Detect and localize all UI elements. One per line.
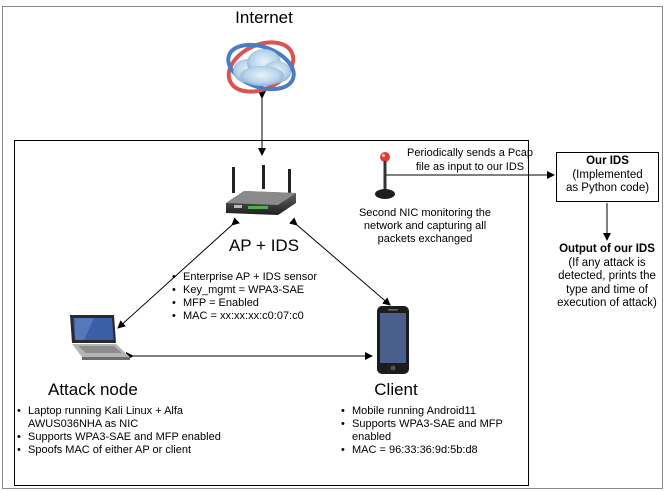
client-detail: Supports WPA3-SAE and MFP enabled [340, 418, 510, 444]
network-boundary [14, 140, 529, 486]
sensor-antenna-icon [375, 152, 395, 199]
output-title: Output of our IDS [559, 243, 655, 255]
output-line: (If any attack is [568, 256, 646, 269]
ids-box: Our IDS (Implemented as Python code) [556, 152, 659, 202]
ap-detail: Key_mgmt = WPA3-SAE [171, 284, 361, 297]
client-label: Client [374, 380, 418, 399]
client-details: Mobile running Android11 Supports WPA3-S… [340, 405, 510, 457]
attack-detail: Spoofs MAC of either AP or client [16, 444, 236, 457]
sensor-caption: Second NIC monitoring the network and ca… [358, 207, 492, 245]
ap-detail: MAC = xx:xx:xx:c0:07:c0 [171, 310, 361, 323]
internet-label: Internet [235, 8, 293, 27]
internet-cloud-icon [226, 40, 296, 94]
ids-subtitle-line: (Implemented [572, 168, 643, 181]
diagram-frame [2, 6, 663, 489]
ap-client-link [289, 217, 391, 306]
ids-title: Our IDS [586, 155, 629, 167]
pcap-arrow-label: Periodically sends a Pcap file as input … [407, 147, 533, 173]
ap-details: Enterprise AP + IDS sensor Key_mgmt = WP… [171, 271, 361, 323]
laptop-icon [70, 315, 130, 360]
attack-detail: Laptop running Kali Linux + Alfa AWUS036… [16, 405, 236, 431]
ids-subtitle-line: as Python code) [565, 182, 650, 194]
output-line: detected, prints the [558, 270, 656, 282]
router-icon [226, 165, 296, 215]
attack-node-details: Laptop running Kali Linux + Alfa AWUS036… [16, 405, 236, 457]
output-line: execution of attack) [557, 297, 657, 309]
ids-output: Output of our IDS (If any attack is dete… [540, 243, 665, 311]
attack-node-label: Attack node [48, 380, 138, 399]
ap-detail: Enterprise AP + IDS sensor [171, 271, 361, 284]
client-detail: MAC = 96:33:36:9d:5b:d8 [340, 444, 510, 457]
client-detail: Mobile running Android11 [340, 405, 510, 418]
ap-label: AP + IDS [228, 236, 300, 255]
phone-icon [377, 306, 409, 374]
ap-detail: MFP = Enabled [171, 297, 361, 310]
output-line: type and time of [566, 283, 648, 296]
attack-detail: Supports WPA3-SAE and MFP enabled [16, 431, 236, 444]
